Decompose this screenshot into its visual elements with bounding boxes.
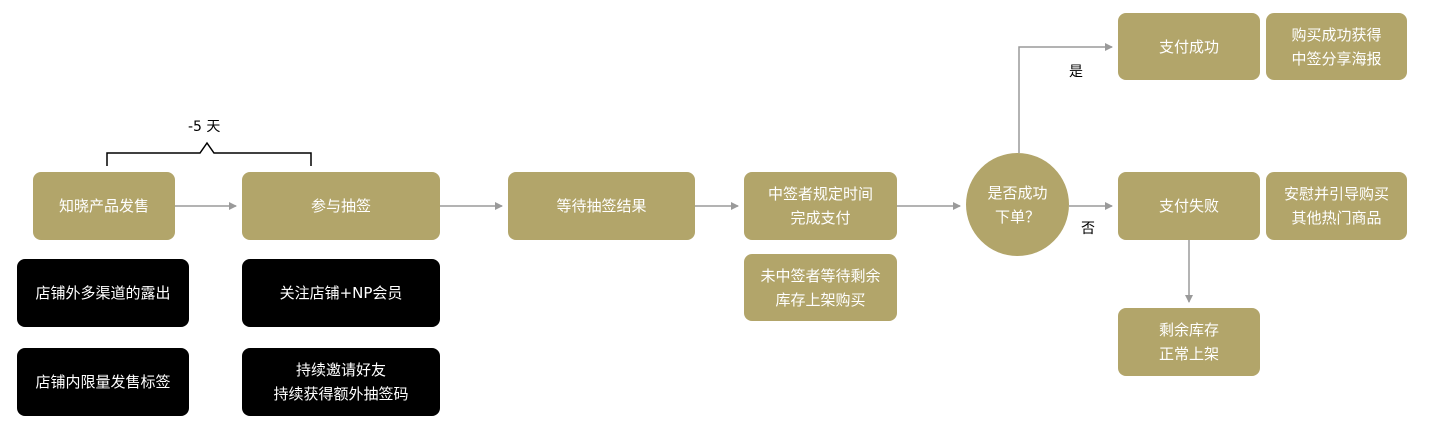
note-follow: 关注店铺+NP会员 [242, 259, 440, 327]
timing-bracket [106, 141, 312, 166]
node-non-winner: 未中签者等待剩余 库存上架购买 [744, 254, 897, 321]
arrow-yes [1018, 43, 1113, 153]
note-tag: 店铺内限量发售标签 [17, 348, 189, 416]
node-share: 购买成功获得 中签分享海报 [1266, 13, 1407, 80]
node-comfort: 安慰并引导购买 其他热门商品 [1266, 172, 1407, 240]
node-pay-success: 支付成功 [1118, 13, 1260, 80]
note-invite: 持续邀请好友 持续获得额外抽签码 [242, 348, 440, 416]
node-wait: 等待抽签结果 [508, 172, 695, 240]
note-exposure: 店铺外多渠道的露出 [17, 259, 189, 327]
node-restock: 剩余库存 正常上架 [1118, 308, 1260, 376]
branch-no-label: 否 [1081, 221, 1095, 237]
decision-node: 是否成功 下单？ [966, 153, 1069, 256]
node-announce: 知晓产品发售 [33, 172, 175, 240]
node-pay-fail: 支付失败 [1118, 172, 1260, 240]
node-join: 参与抽签 [242, 172, 440, 240]
timing-label: -5 天 [188, 119, 221, 135]
branch-yes-label: 是 [1069, 64, 1083, 80]
node-winner-pay: 中签者规定时间 完成支付 [744, 172, 897, 240]
